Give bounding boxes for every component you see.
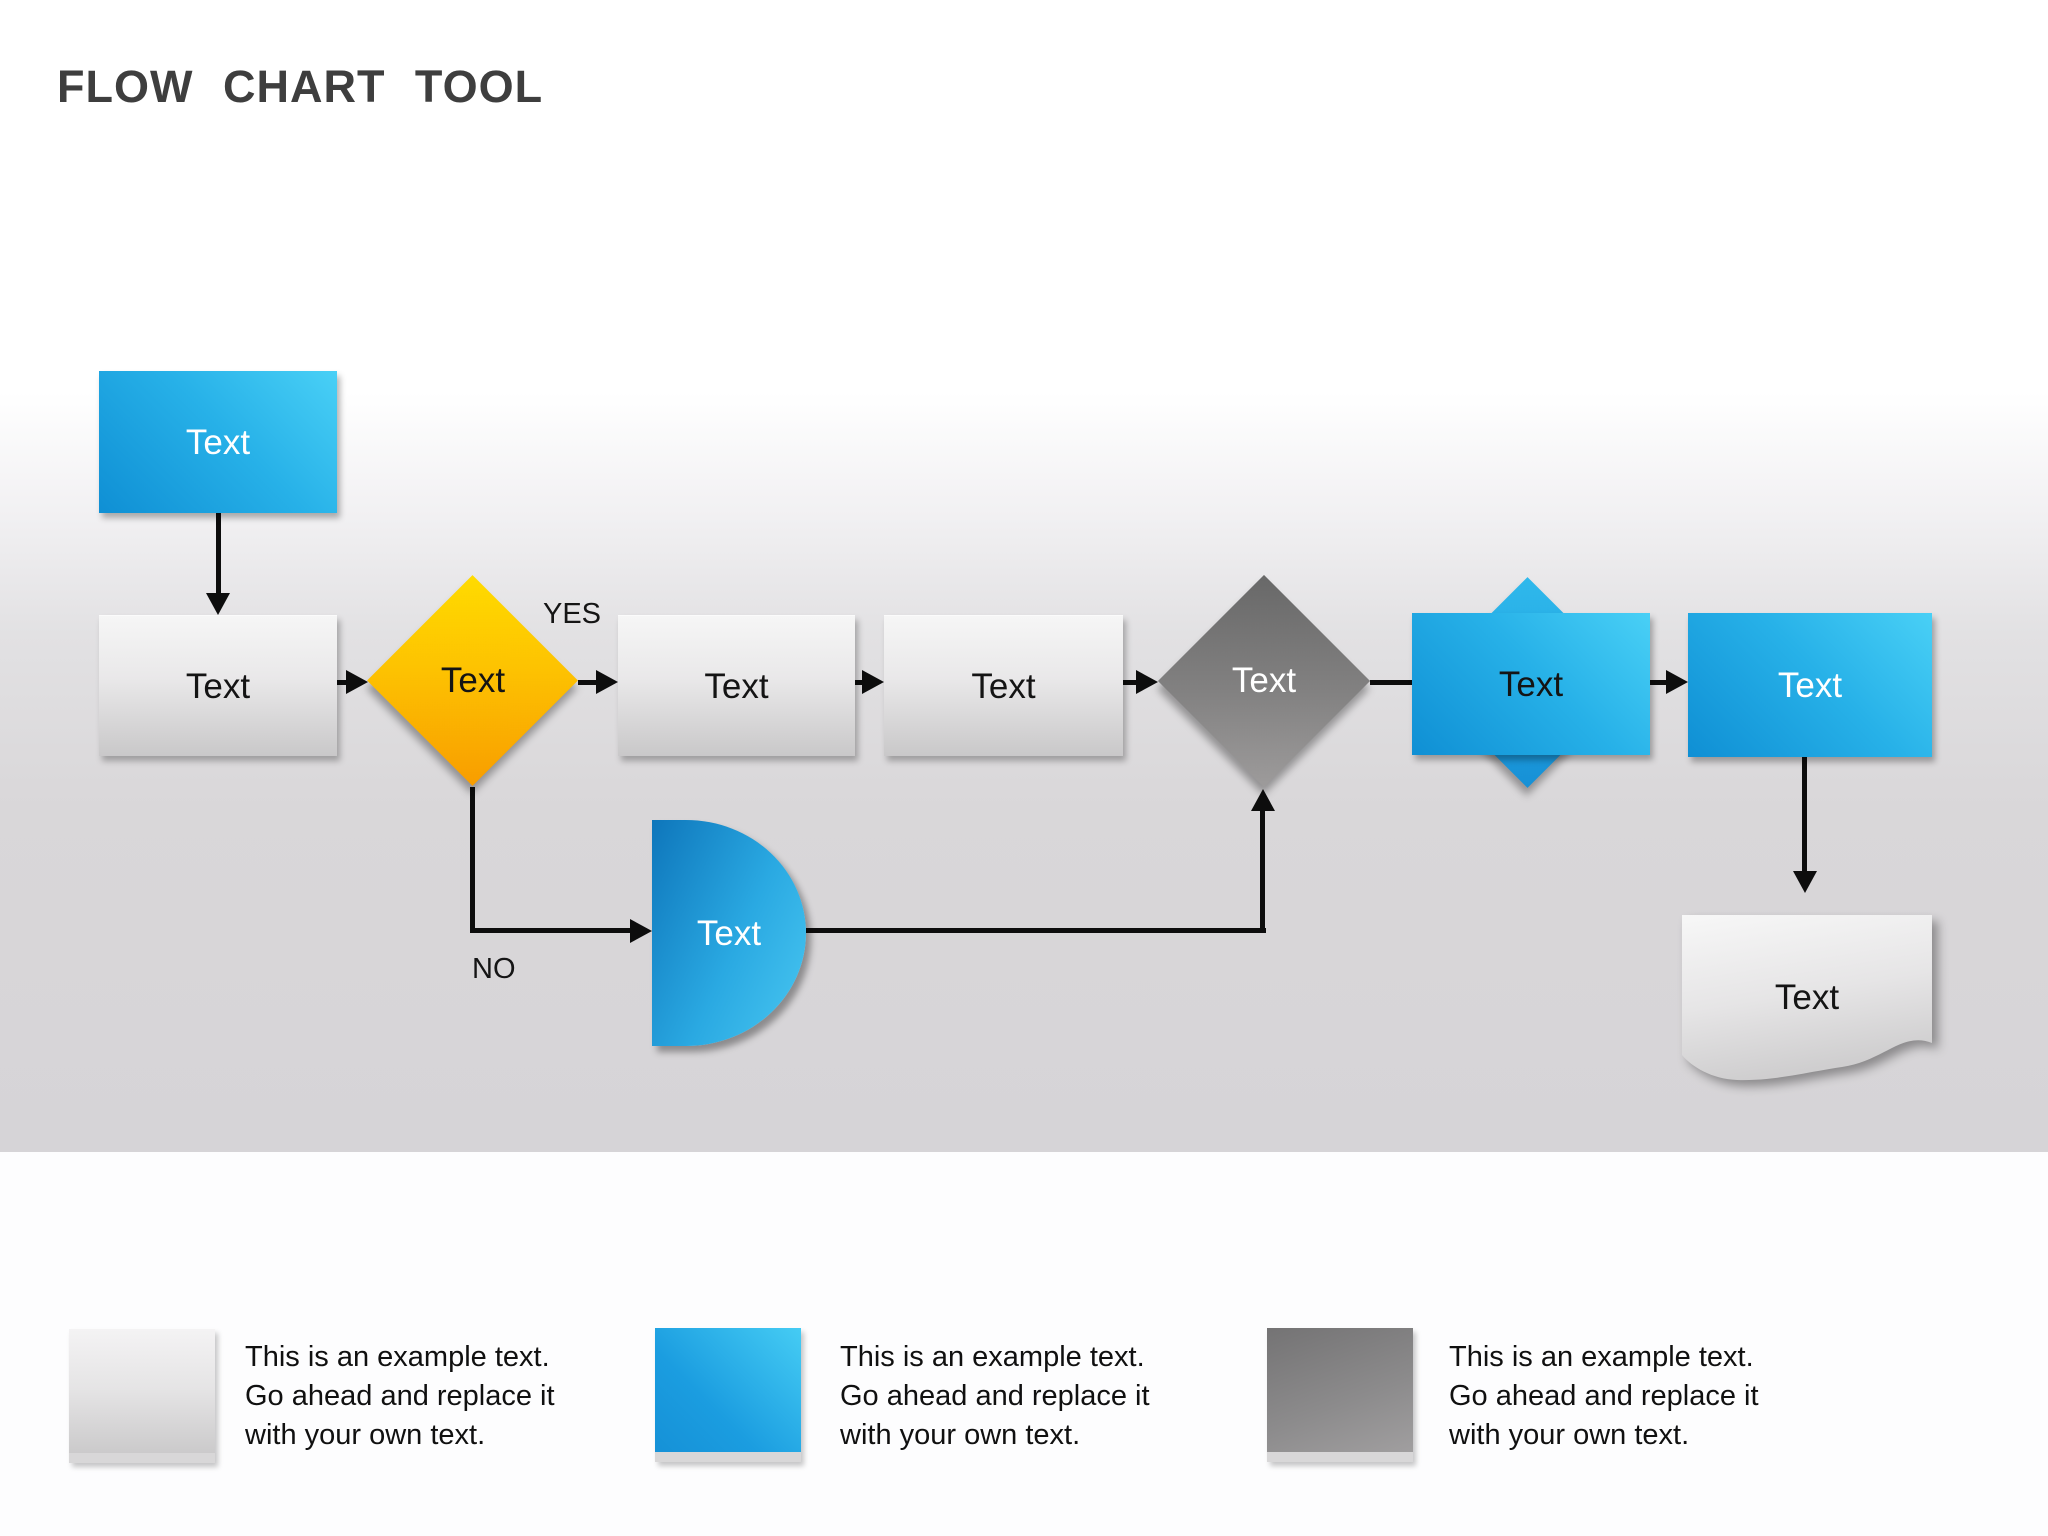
connector-step4-step5 [1650,680,1668,685]
page-title: FLOW CHART TOOL [57,61,544,112]
arrowhead-down-icon [1793,871,1817,893]
connector-decision2-step4 [1370,680,1414,685]
node-decision1: Text [367,575,578,787]
arrowhead-right-icon [1666,670,1688,694]
legend-text-line: with your own text. [840,1419,1081,1451]
node-start-label: Text [185,422,251,462]
legend-swatch-blue [655,1328,801,1462]
node-step5: Text [1688,613,1932,757]
connector-step1-decision1 [337,680,349,685]
arrowhead-up-icon [1251,789,1275,811]
node-step2-label: Text [704,666,769,706]
node-step1-label: Text [185,666,251,706]
arrowhead-right-icon [1136,670,1158,694]
document-shape [1682,915,1932,1081]
legend-item-text: This is an example text. Go ahead and re… [840,1338,1150,1455]
legend-text-line: with your own text. [1449,1419,1690,1451]
node-step2: Text [618,615,855,756]
connector-decision1-delay-horizontal [470,928,632,933]
node-decision1-label: Text [440,661,506,700]
legend-item-text: This is an example text. Go ahead and re… [245,1338,555,1455]
legend-text-line: Go ahead and replace it [840,1380,1150,1412]
node-step5-label: Text [1777,665,1843,705]
legend-swatch-gray [69,1329,215,1463]
yes-label: YES [543,598,602,630]
connector-step5-document [1802,757,1807,873]
arrowhead-right-icon [630,919,652,943]
arrowhead-down-icon [206,593,230,615]
node-step4-label: Text [1498,664,1564,704]
connector-step2-step3 [855,680,865,685]
legend-text-line: This is an example text. [1449,1341,1754,1373]
legend-text-line: This is an example text. [840,1341,1145,1373]
legend-item-text: This is an example text. Go ahead and re… [1449,1338,1759,1455]
node-start: Text [99,371,337,513]
connector-step3-decision2 [1123,680,1138,685]
node-step3-label: Text [971,666,1036,706]
legend-text-line: with your own text. [245,1419,486,1451]
connector-decision1-step2 [578,680,598,685]
connector-start-step1 [216,513,221,595]
node-delay-label: Text [696,913,762,953]
connector-decision1-delay-vertical [470,787,475,933]
legend-text-line: Go ahead and replace it [245,1380,555,1412]
connector-delay-decision2-vertical [1260,809,1265,931]
legend-text-line: Go ahead and replace it [1449,1380,1759,1412]
node-step4: Text [1412,613,1650,755]
node-step3: Text [884,615,1123,756]
arrowhead-right-icon [346,670,368,694]
connector-delay-decision2-horizontal [806,928,1266,933]
node-decision2-label: Text [1231,661,1297,700]
arrowhead-right-icon [862,670,884,694]
node-document: Text [1682,915,1932,1085]
node-decision2: Text [1157,574,1371,788]
node-document-label: Text [1774,978,1840,1017]
no-label: NO [472,953,516,985]
legend-text-line: This is an example text. [245,1341,550,1373]
arrowhead-right-icon [596,670,618,694]
legend-swatch-dark-gray [1267,1328,1413,1462]
node-step1: Text [99,615,337,756]
